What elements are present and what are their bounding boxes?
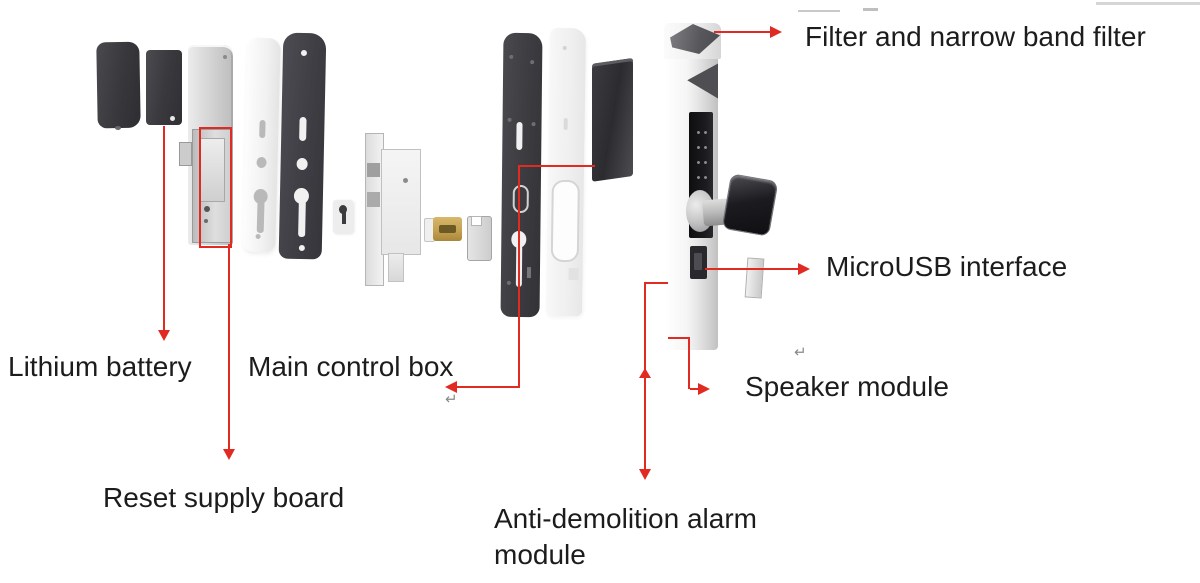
dark-plate-top-hole bbox=[300, 49, 308, 57]
plate1-slot-hole bbox=[259, 119, 266, 139]
dark-plate-round-hole bbox=[296, 157, 308, 171]
return-mark-1: ↵ bbox=[445, 391, 458, 408]
plate1-bottom-hole bbox=[255, 233, 261, 240]
usb-port bbox=[690, 246, 707, 279]
clutch-notch bbox=[471, 216, 482, 226]
speaker-leader-h2 bbox=[690, 388, 700, 390]
rear-slot-hole bbox=[516, 121, 523, 151]
maincontrol-leader-h1 bbox=[518, 165, 595, 167]
speaker-leader-h1 bbox=[668, 337, 690, 339]
mortise-case bbox=[381, 149, 421, 255]
plate2-notch bbox=[568, 268, 579, 281]
dark-back-panel bbox=[500, 32, 543, 318]
reset-highlight-box bbox=[199, 127, 232, 248]
rear-screw-3 bbox=[507, 117, 512, 122]
label-lithium-battery: Lithium battery bbox=[8, 351, 192, 382]
cylinder-key-slot bbox=[439, 225, 456, 233]
control-box-knob bbox=[204, 206, 210, 212]
control-box-plate bbox=[199, 138, 225, 202]
filter-arrowhead bbox=[770, 26, 782, 38]
mortise-screw bbox=[403, 178, 408, 183]
key-plate-keyhole-circle bbox=[339, 205, 347, 214]
maincontrol-arrowhead bbox=[445, 381, 457, 393]
top-edge-artifact-1 bbox=[798, 10, 840, 12]
usb-leader-line bbox=[705, 268, 800, 270]
maincontrol-leader-v bbox=[518, 165, 520, 387]
plate2-slot bbox=[563, 117, 568, 131]
speaker-leader-v bbox=[688, 337, 690, 389]
reset-leader-line bbox=[228, 244, 230, 450]
rear-side-slot bbox=[526, 267, 532, 279]
battery-contact bbox=[170, 116, 175, 121]
plate1-keyhole-slot bbox=[256, 199, 265, 234]
plate2-top-hole bbox=[562, 45, 567, 50]
dark-plate-slot-hole bbox=[299, 116, 307, 142]
filter-leader-line bbox=[714, 31, 772, 33]
rear-screw-4 bbox=[531, 122, 536, 127]
brass-cylinder bbox=[433, 217, 462, 241]
rear-screw-1 bbox=[509, 54, 514, 59]
dark-plate bbox=[278, 32, 327, 260]
white-plate-1 bbox=[242, 37, 281, 253]
handle-grip bbox=[721, 173, 779, 237]
anti-arrowhead-up bbox=[639, 368, 651, 378]
main-control-box bbox=[592, 58, 633, 182]
key-plate-small bbox=[333, 200, 353, 233]
battery-cover-latch bbox=[115, 126, 121, 130]
label-reset-supply-board: Reset supply board bbox=[103, 482, 345, 513]
clutch-part bbox=[467, 216, 492, 261]
top-edge-artifact-2 bbox=[863, 8, 878, 11]
anti-leader-h bbox=[644, 282, 668, 284]
lithium-battery bbox=[146, 50, 182, 125]
speaker-arrowhead bbox=[698, 383, 710, 395]
key-plate-keyhole-slot bbox=[342, 211, 346, 224]
label-main-control-box: Main control box bbox=[248, 351, 454, 382]
dark-plate-keyhole-slot bbox=[298, 199, 306, 238]
lithium-leader-line bbox=[163, 126, 165, 331]
battery-cover bbox=[96, 41, 141, 129]
rear-oval-ring bbox=[512, 184, 529, 214]
back-panel-screw bbox=[223, 55, 227, 59]
mortise-case-tab bbox=[388, 253, 404, 282]
rear-screw-2 bbox=[530, 60, 535, 65]
mortise-latch-bolt bbox=[367, 163, 380, 177]
label-filter: Filter and narrow band filter bbox=[805, 21, 1146, 52]
dark-plate-bottom-hole bbox=[298, 244, 305, 252]
label-micro-usb: MicroUSB interface bbox=[826, 251, 1068, 282]
reset-arrowhead bbox=[223, 449, 235, 460]
control-box-pin bbox=[204, 219, 208, 223]
plate1-round-hole bbox=[256, 156, 267, 169]
label-speaker: Speaker module bbox=[745, 371, 949, 402]
keypad-dots bbox=[693, 122, 710, 184]
usb-arrowhead bbox=[798, 263, 810, 275]
anti-arrowhead-down bbox=[639, 469, 651, 480]
speaker-card bbox=[744, 257, 765, 299]
return-mark-2: ↵ bbox=[794, 344, 807, 361]
label-anti-demolition: Anti-demolition alarm module bbox=[494, 503, 757, 570]
back-panel-latch bbox=[179, 142, 192, 166]
mortise-dead-bolt bbox=[367, 192, 380, 207]
maincontrol-leader-h2 bbox=[456, 386, 520, 388]
lithium-arrowhead bbox=[158, 330, 170, 341]
rear-screw-5 bbox=[506, 280, 511, 285]
white-plate-2 bbox=[545, 27, 587, 317]
usb-pin bbox=[694, 253, 702, 270]
plate2-cutout bbox=[550, 179, 580, 263]
top-edge-artifact-3 bbox=[1096, 2, 1200, 5]
